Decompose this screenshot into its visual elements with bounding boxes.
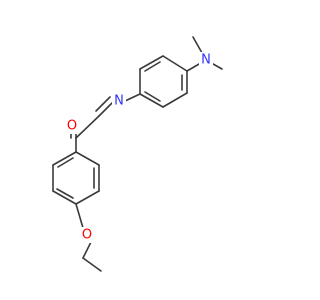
atom-nitrogen-imine: N bbox=[114, 94, 124, 109]
atom-oxygen-carbonyl: O bbox=[67, 119, 77, 134]
ring2-bond-3 bbox=[75, 190, 100, 205]
atom-oxygen-ether: O bbox=[82, 228, 92, 243]
ring1-double-2 bbox=[144, 91, 161, 102]
ring2-bond-4 bbox=[52, 190, 77, 205]
ethyl-bond-2 bbox=[82, 257, 102, 272]
ring-to-imine-bond bbox=[124, 93, 141, 102]
ring2-double-2 bbox=[56, 188, 74, 199]
amine-nitrogen-bg bbox=[199, 52, 213, 68]
imine-nitrogen-bg bbox=[112, 93, 126, 109]
structure-canvas: N N O O bbox=[52, 36, 223, 272]
ring2-bond-1 bbox=[75, 151, 100, 166]
ring1-double-3 bbox=[144, 61, 161, 72]
carbonyl-oxygen-bg bbox=[65, 118, 79, 134]
atom-nitrogen-amine: N bbox=[201, 53, 211, 68]
ring1-bond-2 bbox=[162, 92, 188, 108]
ether-oxygen-bg bbox=[80, 227, 94, 243]
ring1-bond-5 bbox=[139, 55, 164, 70]
ch-to-carbonyl-bond bbox=[75, 115, 100, 139]
molecule-diagram: N N O O bbox=[52, 36, 223, 272]
ring2-double-3 bbox=[57, 157, 74, 168]
ring2-bond-6 bbox=[52, 151, 77, 166]
ring-to-ether-bond bbox=[75, 203, 84, 229]
imine-double-bond bbox=[95, 96, 111, 112]
ring1-bond-3 bbox=[139, 93, 164, 108]
imine-bond bbox=[98, 100, 115, 117]
bond-group bbox=[52, 36, 223, 272]
ring1-bond-6 bbox=[162, 55, 188, 72]
